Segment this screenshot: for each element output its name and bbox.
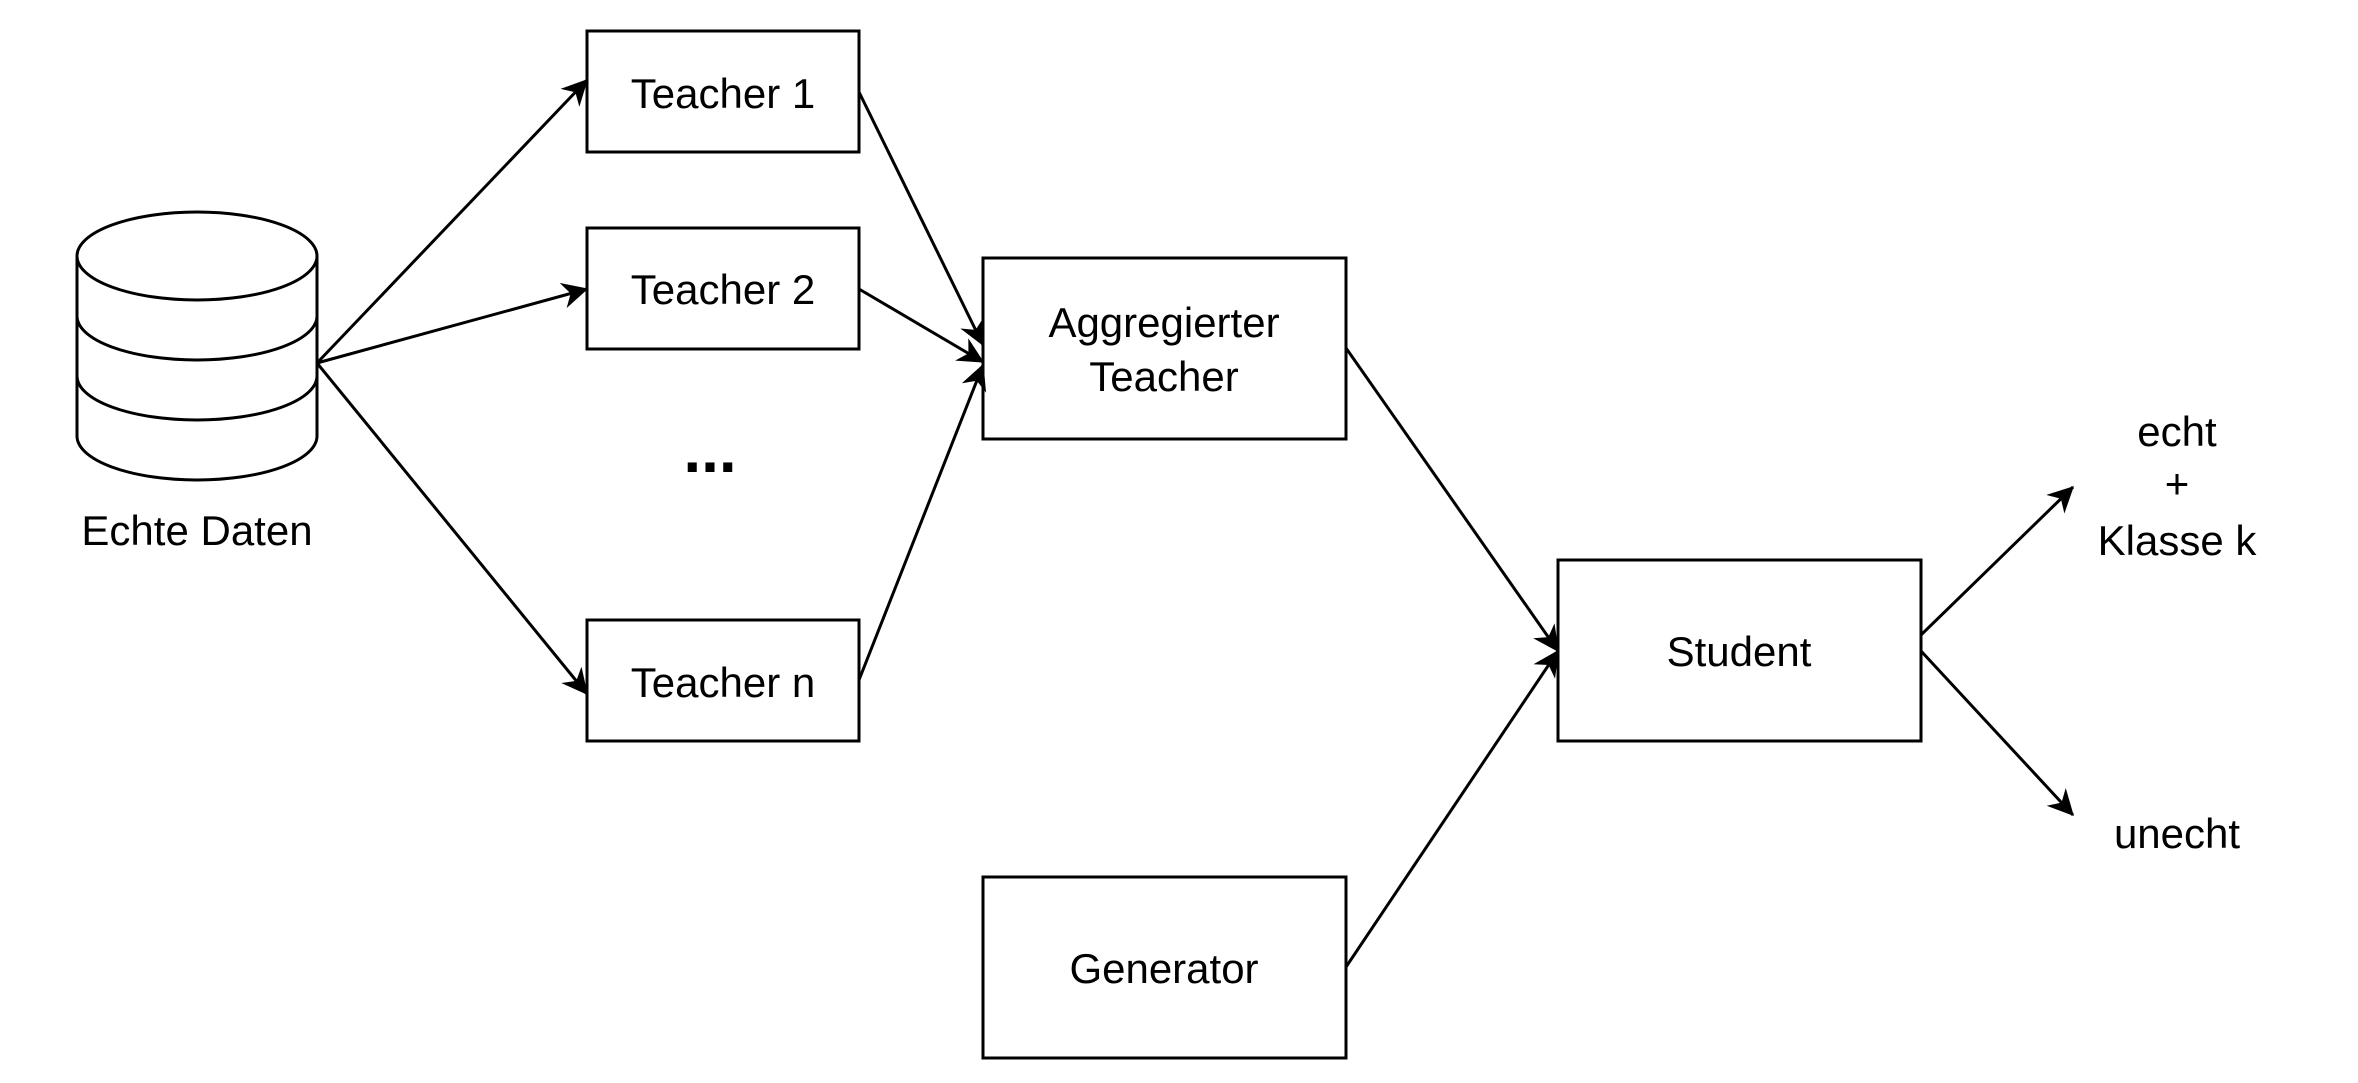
- output-real-line2: +: [2165, 460, 2190, 507]
- teacher-2-node: Teacher 2: [585, 226, 861, 351]
- database-label: Echte Daten: [81, 507, 312, 554]
- student-label: Student: [1667, 628, 1812, 675]
- teacher-n-node: Teacher n: [585, 618, 861, 743]
- output-real-line3: Klasse k: [2098, 517, 2258, 564]
- arrow-student-to-fake: [1919, 649, 2075, 817]
- output-fake-label: unecht: [2114, 810, 2240, 857]
- aggregated-teacher-node: Aggregierter Teacher: [981, 256, 1348, 441]
- arrow-teacher-2-to-aggregated: [858, 287, 985, 364]
- arrow-teacher-n-to-aggregated: [857, 363, 987, 681]
- teacher-1-label: Teacher 1: [631, 70, 815, 117]
- arrow-student-to-real: [1919, 485, 2075, 637]
- arrow-generator-to-student: [1344, 649, 1560, 968]
- arrow-teacher-1-to-aggregated: [857, 91, 985, 347]
- teacher-n-label: Teacher n: [631, 659, 815, 706]
- teacher-2-label: Teacher 2: [631, 266, 815, 313]
- arrow-data-to-teacher-1: [315, 78, 589, 365]
- generator-node: Generator: [981, 875, 1348, 1060]
- aggregated-teacher-label-line2: Teacher: [1089, 353, 1238, 400]
- database-icon: [75, 210, 319, 482]
- teacher-1-node: Teacher 1: [585, 29, 861, 154]
- output-real-line1: echt: [2137, 408, 2217, 455]
- arrow-data-to-teacher-n: [315, 362, 589, 696]
- student-node: Student: [1556, 558, 1923, 743]
- generator-label: Generator: [1069, 945, 1258, 992]
- aggregated-teacher-label-line1: Aggregierter: [1048, 299, 1279, 346]
- arrow-aggregated-to-student: [1344, 347, 1560, 653]
- arrow-data-to-teacher-2: [316, 282, 589, 365]
- teachers-ellipsis: ...: [683, 414, 736, 486]
